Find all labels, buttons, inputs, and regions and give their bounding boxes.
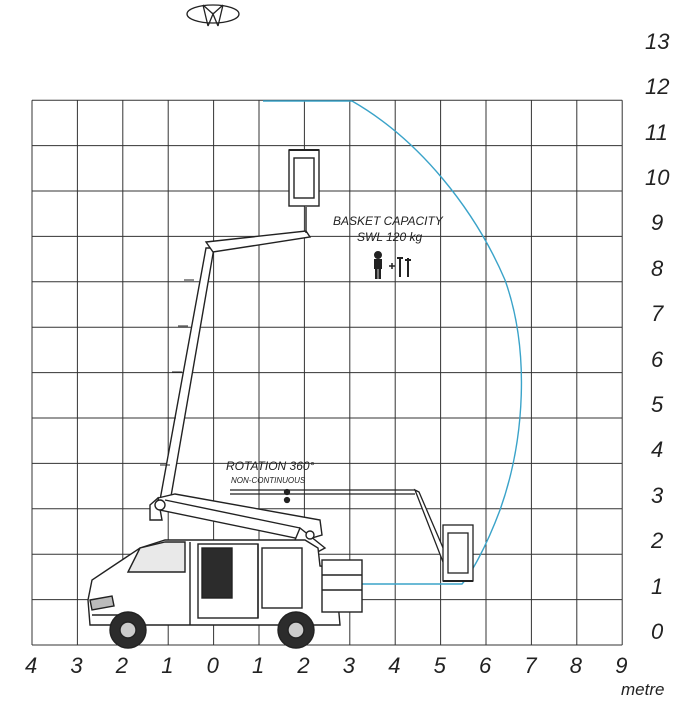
swl-label: SWL 120 kg: [357, 230, 423, 244]
x-tick-label: 4: [25, 653, 38, 678]
x-tick-label: 3: [342, 653, 356, 678]
y-tick-label: 7: [651, 301, 664, 327]
boom-outreach-position: [230, 488, 474, 582]
y-tick-label: 6: [651, 346, 664, 372]
x-tick-label: 5: [433, 653, 446, 678]
boom-extension-markers: [160, 279, 194, 466]
y-tick-label: 8: [651, 255, 664, 281]
y-tick-label: 10: [645, 165, 670, 190]
x-tick-label: 0: [206, 653, 219, 678]
basket-capacity-label: BASKET CAPACITY: [333, 214, 443, 228]
y-tick-label: 2: [651, 528, 664, 554]
grid: [31, 99, 623, 646]
y-tick-label: 5: [651, 392, 664, 417]
person-plus-tools-icon: [374, 251, 411, 279]
x-axis-unit: metre: [621, 680, 665, 699]
y-tick-label: 9: [651, 210, 664, 236]
boom-upper-position: [159, 149, 320, 503]
x-tick-label: 2: [297, 653, 310, 678]
y-tick-label: 0: [651, 619, 664, 644]
y-tick-label: 4: [651, 437, 664, 463]
x-tick-label: 7: [524, 653, 537, 678]
x-tick-label: 1: [161, 653, 174, 678]
vehicle: [87, 539, 363, 649]
x-tick-label: 4: [388, 653, 401, 678]
y-tick-label: 12: [645, 74, 670, 100]
lower-boom: [149, 493, 327, 556]
y-tick-label: 1: [651, 573, 664, 599]
non-continuous-label: NON-CONTINUOUS: [231, 476, 306, 485]
x-tick-label: 6: [479, 653, 492, 678]
rotation-label: ROTATION 360°: [226, 459, 315, 473]
working-envelope-curve: [263, 100, 523, 585]
x-tick-label: 8: [569, 653, 583, 678]
y-tick-label: 3: [651, 482, 664, 508]
y-tick-label: 13: [645, 28, 670, 54]
rotation-symbol-icon: [186, 4, 240, 27]
x-tick-label: 3: [70, 653, 83, 678]
x-tick-label: 1: [252, 653, 265, 678]
x-tick-label: 9: [615, 653, 628, 678]
y-tick-label: 11: [645, 119, 668, 145]
x-tick-label: 2: [115, 653, 129, 678]
